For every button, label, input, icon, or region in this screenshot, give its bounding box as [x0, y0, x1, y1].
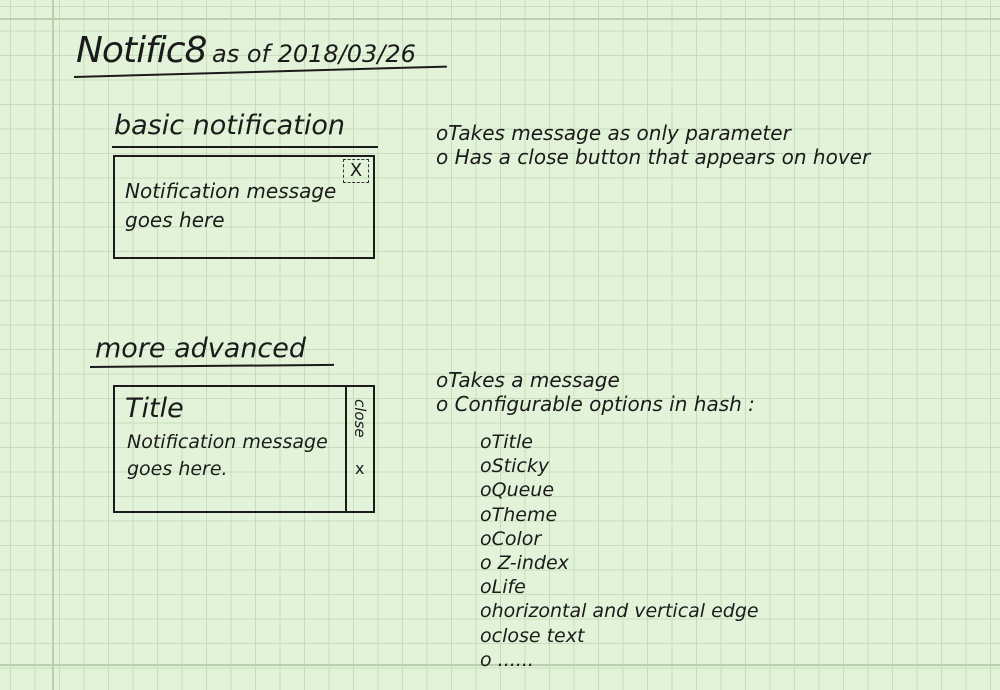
option-item: oTitle	[480, 431, 533, 453]
advanced-notification-title: Title	[125, 393, 184, 424]
advanced-notes: oTakes a message o Configurable options …	[436, 368, 755, 416]
option-item: o ......	[480, 648, 534, 671]
advanced-heading: more advanced	[95, 333, 307, 364]
basic-note-item: oTakes message as only parameter	[436, 121, 791, 145]
advanced-note-item: o Configurable options in hash :	[436, 392, 755, 416]
basic-notification-message: Notification message goes here	[125, 179, 337, 232]
advanced-notification-box[interactable]: Title Notification message goes here. cl…	[113, 385, 375, 513]
close-text: close	[351, 399, 369, 438]
option-item: oLife	[480, 576, 526, 599]
advanced-options-list: oTitle oSticky oQueue oTheme oColor o Z-…	[480, 430, 759, 672]
left-margin-line	[52, 0, 54, 690]
close-icon[interactable]: X	[343, 159, 369, 183]
basic-heading: basic notification	[114, 110, 345, 141]
close-bar[interactable]: close x	[345, 387, 375, 511]
basic-notification-box[interactable]: X Notification message goes here	[113, 155, 375, 259]
close-icon[interactable]: x	[355, 459, 365, 478]
page-title: Notific8	[76, 30, 207, 71]
option-item: oSticky	[480, 455, 550, 478]
advanced-notification-message: Notification message goes here.	[127, 431, 328, 480]
advanced-note-item: oTakes a message	[436, 368, 620, 392]
top-margin-line	[0, 18, 1000, 20]
bottom-margin-line	[0, 664, 1000, 666]
option-item: oclose text	[480, 624, 585, 647]
basic-heading-underline	[112, 146, 378, 148]
option-item: oTheme	[480, 503, 558, 526]
basic-notes: oTakes message as only parameter o Has a…	[436, 121, 870, 169]
option-item: oQueue	[480, 479, 555, 502]
basic-note-item: o Has a close button that appears on hov…	[436, 145, 871, 169]
option-item: oColor	[480, 527, 542, 550]
option-item: o Z-index	[480, 552, 569, 575]
option-item: ohorizontal and vertical edge	[480, 600, 759, 623]
title-date: as of 2018/03/26	[212, 40, 416, 68]
advanced-heading-underline	[89, 363, 334, 368]
